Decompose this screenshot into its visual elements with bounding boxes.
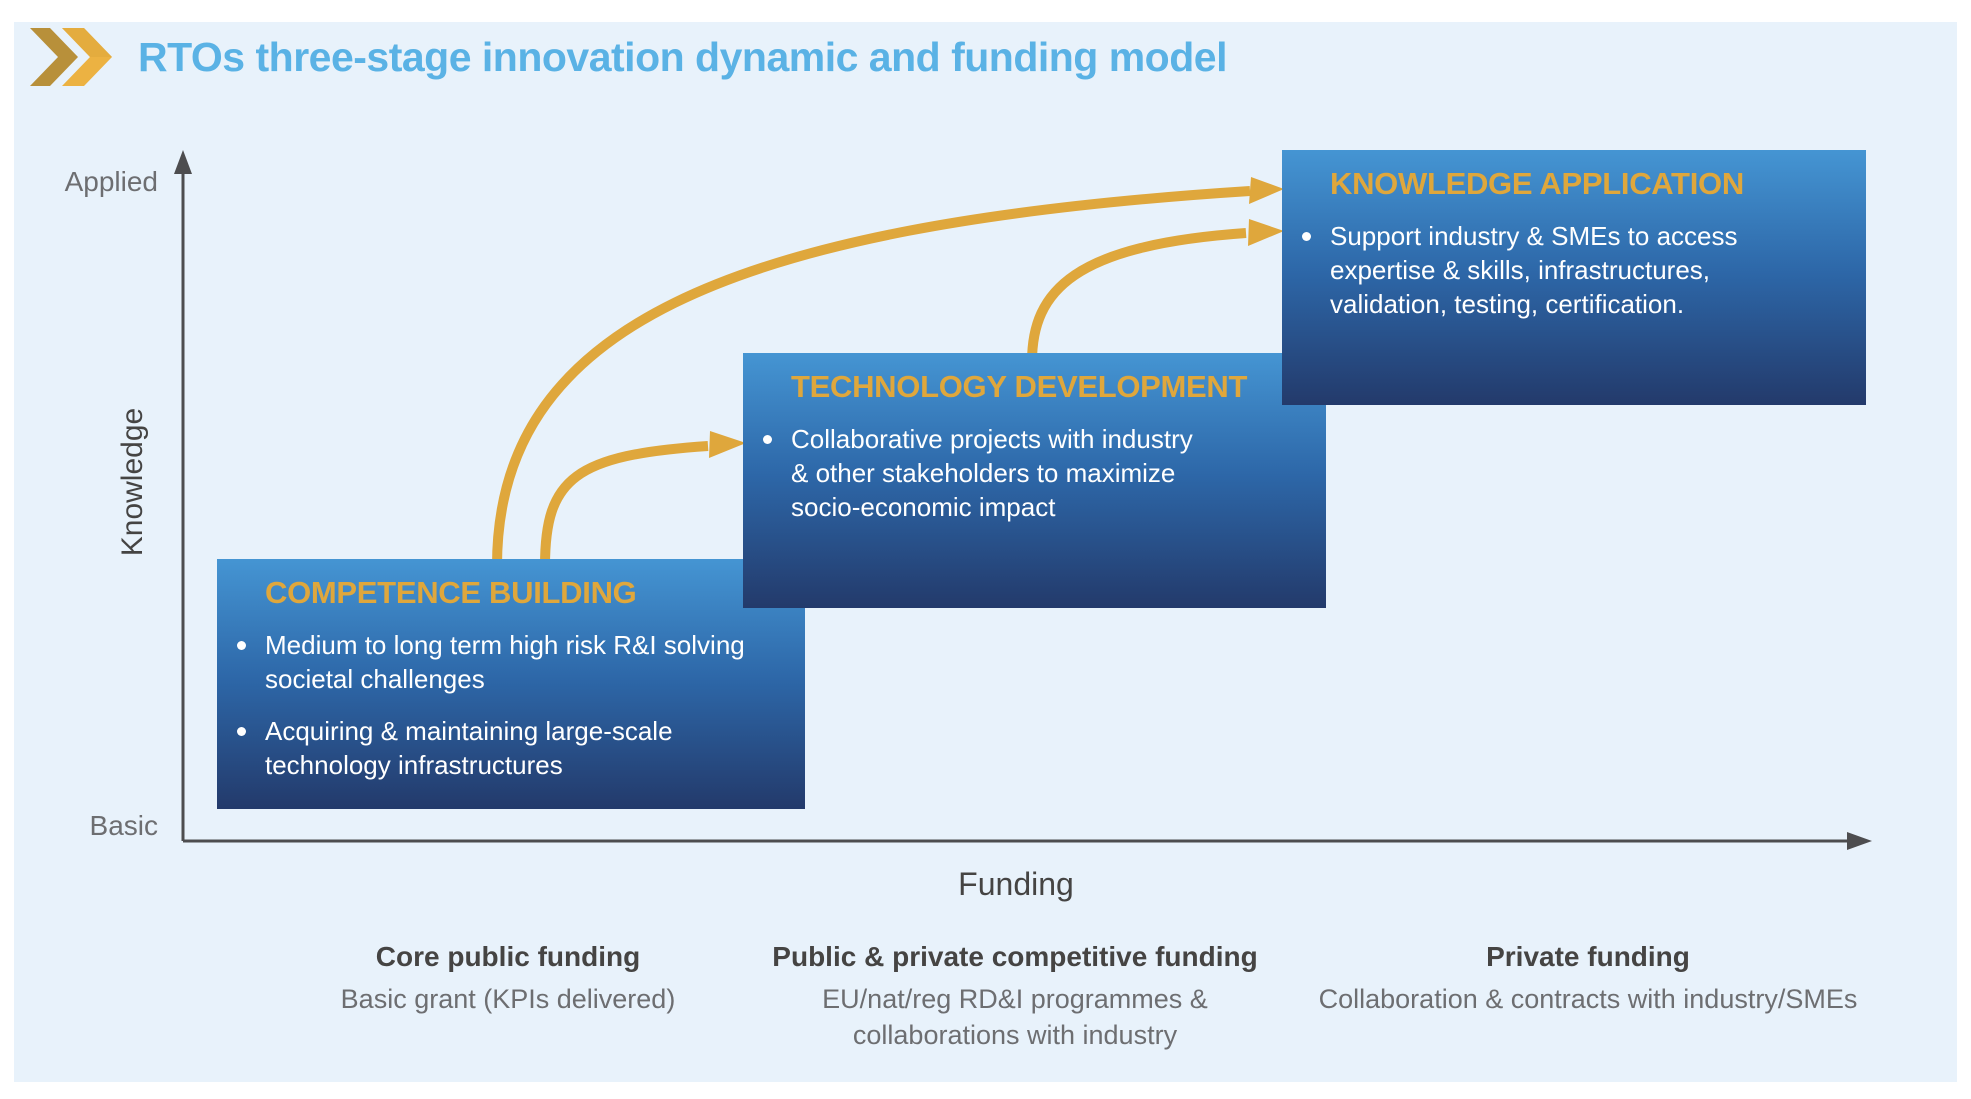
- bullet-dot-icon: [237, 641, 246, 650]
- bullet-dot-icon: [763, 435, 772, 444]
- bullet-text: Collaborative projects with industry & o…: [791, 424, 1193, 522]
- bullet-text: Support industry & SMEs to access expert…: [1330, 221, 1738, 319]
- stage-box-technology-development: TECHNOLOGY DEVELOPMENT Collaborative pro…: [743, 353, 1326, 608]
- stage-box-knowledge-application: KNOWLEDGE APPLICATION Support industry &…: [1282, 150, 1866, 405]
- bullet-item: Acquiring & maintaining large-scale tech…: [237, 714, 775, 782]
- page-title: RTOs three-stage innovation dynamic and …: [138, 33, 1227, 80]
- bullet-item: Medium to long term high risk R&I solvin…: [237, 628, 775, 696]
- bullet-dot-icon: [1302, 232, 1311, 241]
- bullet-item: Support industry & SMEs to access expert…: [1302, 219, 1836, 321]
- arrow-competence-to-technology: [540, 441, 709, 567]
- arrow-technology-to-knowledge: [1027, 228, 1247, 363]
- funding-column-private: Private funding Collaboration & contract…: [1308, 941, 1868, 1017]
- double-chevron-right-icon: [30, 28, 112, 86]
- stage-bullets: Support industry & SMEs to access expert…: [1302, 219, 1836, 321]
- funding-column-title: Public & private competitive funding: [772, 941, 1258, 972]
- y-axis-arrowhead-icon: [174, 150, 192, 174]
- bullet-text: Acquiring & maintaining large-scale tech…: [265, 716, 673, 780]
- x-axis-arrowhead-icon: [1847, 832, 1872, 850]
- bullet-text: Medium to long term high risk R&I solvin…: [265, 630, 745, 694]
- funding-column-public-private-competitive: Public & private competitive funding EU/…: [765, 941, 1265, 1053]
- stage-bullets: Medium to long term high risk R&I solvin…: [237, 628, 775, 782]
- stage-box-competence-building: COMPETENCE BUILDING Medium to long term …: [217, 559, 805, 809]
- arrowhead-competence-to-technology-icon: [709, 431, 746, 458]
- arrow-competence-to-knowledge: [492, 186, 1251, 567]
- x-axis-label-funding: Funding: [958, 866, 1074, 902]
- funding-column-core-public: Core public funding Basic grant (KPIs de…: [308, 941, 708, 1017]
- bullet-dot-icon: [237, 727, 246, 736]
- y-axis-tick-basic: Basic: [89, 810, 158, 841]
- y-axis-tick-applied: Applied: [64, 166, 158, 197]
- funding-column-subtitle: EU/nat/reg RD&I programmes & collaborati…: [822, 984, 1208, 1050]
- arrowhead-competence-to-knowledge-icon: [1249, 177, 1284, 204]
- funding-column-title: Private funding: [1486, 941, 1690, 972]
- funding-column-subtitle: Basic grant (KPIs delivered): [340, 984, 676, 1014]
- bullet-item: Collaborative projects with industry & o…: [763, 422, 1296, 524]
- header: RTOs three-stage innovation dynamic and …: [30, 26, 1227, 88]
- y-axis-label-knowledge: Knowledge: [116, 407, 149, 557]
- stage-title-technology-development: TECHNOLOGY DEVELOPMENT: [791, 369, 1248, 404]
- funding-column-subtitle: Collaboration & contracts with industry/…: [1318, 984, 1858, 1014]
- stage-title-competence-building: COMPETENCE BUILDING: [265, 575, 637, 610]
- stage-bullets: Collaborative projects with industry & o…: [763, 422, 1296, 524]
- stage-title-knowledge-application: KNOWLEDGE APPLICATION: [1330, 166, 1744, 201]
- arrowhead-technology-to-knowledge-icon: [1248, 219, 1284, 246]
- funding-column-title: Core public funding: [375, 941, 641, 972]
